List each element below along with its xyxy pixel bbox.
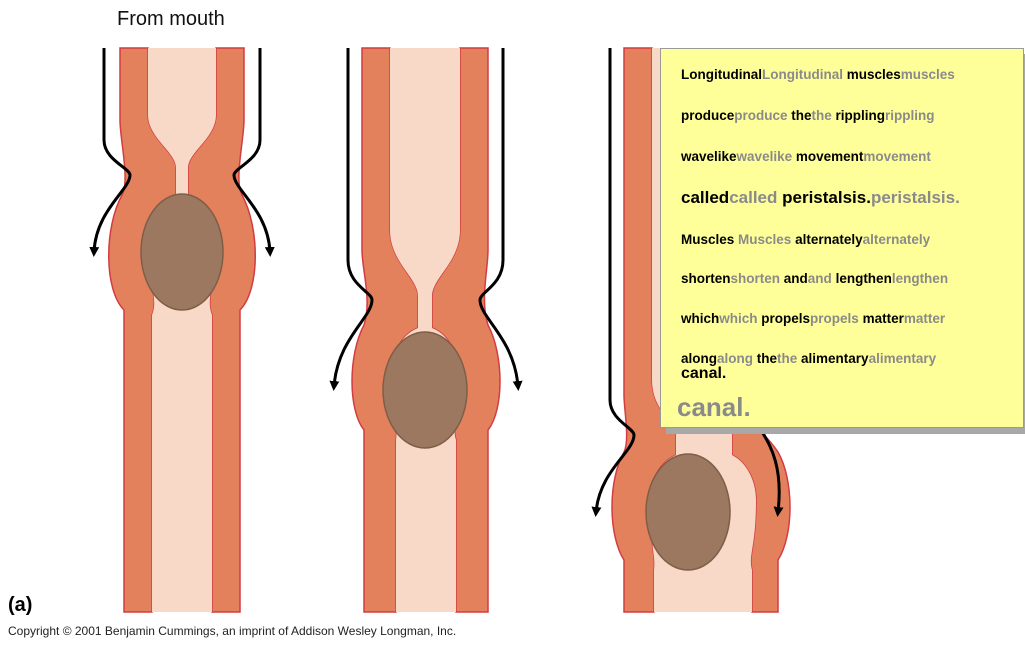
callout-line-3: wavelikewavelike movementmovement	[681, 149, 931, 164]
lumen-1	[148, 48, 216, 612]
food-bolus-1	[141, 194, 223, 310]
food-bolus-2	[383, 332, 467, 448]
callout-line-5: Muscles Muscles alternatelyalternately	[681, 232, 930, 247]
from-mouth-label: From mouth	[117, 8, 225, 31]
esophagus-segment-2	[334, 48, 518, 612]
callout-line-4: calledcalled peristalsis.peristalsis.	[681, 188, 960, 208]
callout-line-8: alongalong thethe alimentaryalimentary	[681, 351, 936, 366]
food-bolus-3	[646, 454, 730, 570]
panel-label: (a)	[8, 594, 32, 617]
copyright-notice: Copyright © 2001 Benjamin Cummings, an i…	[8, 624, 456, 638]
callout-canal-dark: canal.	[681, 365, 726, 383]
callout-line-7: whichwhich propelspropels mattermatter	[681, 311, 945, 326]
callout-line-2: produceproduce thethe ripplingrippling	[681, 108, 935, 123]
callout-box: LongitudinalLongitudinal musclesmuscles …	[660, 48, 1024, 428]
callout-line-6: shortenshorten andand lengthenlengthen	[681, 271, 948, 286]
callout-canal-gray: canal.	[677, 392, 751, 423]
callout-line-1: LongitudinalLongitudinal musclesmuscles	[681, 67, 955, 82]
esophagus-segment-1	[94, 48, 270, 612]
